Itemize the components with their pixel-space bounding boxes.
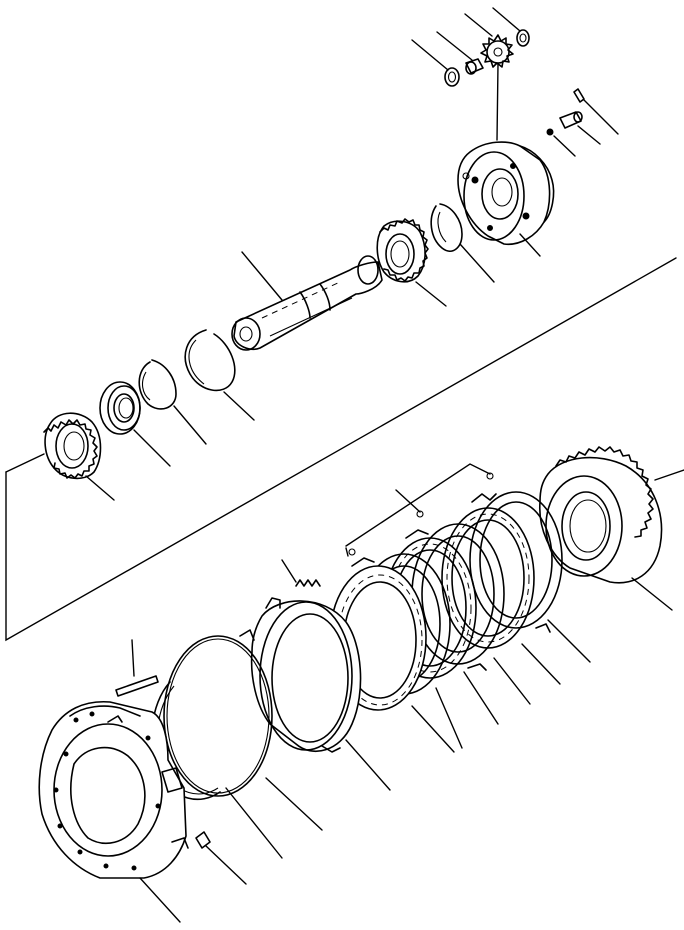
retainer-ring-small-1 xyxy=(411,39,460,87)
bearing xyxy=(99,381,171,467)
dowel-upper xyxy=(559,111,601,145)
retainer-ring-mid xyxy=(138,359,207,445)
ring-gear xyxy=(539,446,673,611)
spring xyxy=(281,559,321,587)
snap-ring-upper xyxy=(430,203,495,283)
planet-gear xyxy=(376,218,447,307)
pin-lower xyxy=(115,639,159,697)
dowel-lower xyxy=(195,831,247,885)
friction-disc-4 xyxy=(441,507,561,685)
assembly-group-bracket xyxy=(5,257,684,642)
bushing xyxy=(436,31,484,75)
clutch-housing xyxy=(38,700,189,923)
pin-upper xyxy=(573,88,619,135)
snap-ring-mid xyxy=(184,329,255,421)
sun-gear-left xyxy=(43,412,115,501)
separator-plate-4 xyxy=(469,491,591,663)
ball xyxy=(546,128,576,157)
spur-gear-small xyxy=(464,13,514,68)
carrier-housing xyxy=(457,141,555,257)
gear-to-carrier-leader xyxy=(496,63,499,141)
piston xyxy=(239,597,391,791)
separator-plate-1 xyxy=(345,463,494,557)
output-shaft xyxy=(231,251,383,351)
retainer-ring-small-2 xyxy=(492,7,530,47)
